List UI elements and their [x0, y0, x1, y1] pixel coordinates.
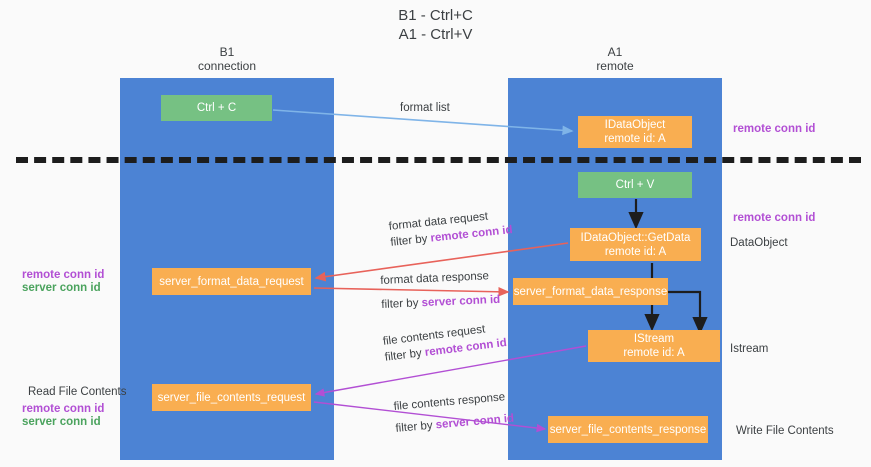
filter-prefix: filter by	[381, 297, 422, 311]
lane-header-b1: B1 connection	[120, 45, 334, 73]
edge-label-format-list: format list	[400, 102, 450, 114]
node-server-file-contents-response[interactable]: server_file_contents_response	[548, 416, 708, 443]
node-istream[interactable]: IStream remote id: A	[588, 330, 720, 362]
title-line-1: B1 - Ctrl+C	[398, 7, 473, 24]
edge-label-format-data-response-main: format data response	[380, 270, 490, 287]
phase-divider	[16, 157, 861, 163]
edge-label-format-data-response-filter: filter by server conn id	[381, 292, 500, 313]
side-label-left-remote-conn-id-mid: remote conn id	[22, 269, 105, 281]
node-getdata-label: IDataObject::GetData	[580, 231, 691, 244]
side-label-left-remote-conn-id-bottom: remote conn id	[22, 403, 105, 415]
filter-key: server conn id	[435, 412, 515, 432]
node-server-file-contents-request-label: server_file_contents_request	[157, 391, 306, 404]
edge-label-file-contents-response-filter: filter by server conn id	[395, 411, 515, 437]
lane-header-a1: A1 remote	[508, 45, 722, 73]
node-idataobject-label: IDataObject	[604, 119, 666, 131]
side-label-read-file-contents: Read File Contents	[28, 386, 127, 398]
node-getdata-sublabel: remote id: A	[604, 245, 667, 258]
node-istream-label: IStream	[633, 333, 675, 345]
node-idataobject-getdata[interactable]: IDataObject::GetData remote id: A	[570, 228, 701, 261]
side-label-left-server-conn-id-bottom: server conn id	[22, 416, 101, 428]
page-title: B1 - Ctrl+C A1 - Ctrl+V	[0, 6, 871, 44]
node-server-format-data-request-label: server_format_data_request	[159, 275, 304, 288]
edge-label-file-contents-response-main: file contents response	[393, 391, 506, 413]
edge-label-format-data-request: format data request filter by remote con…	[388, 206, 513, 251]
title-line-2: A1 - Ctrl+V	[398, 26, 473, 43]
side-label-left-server-conn-id-mid: server conn id	[22, 282, 101, 294]
edge-label-file-contents-request: file contents request filter by remote c…	[382, 319, 508, 366]
side-label-dataobject: DataObject	[730, 237, 788, 249]
node-ctrl-v-label: Ctrl + V	[615, 179, 655, 191]
node-ctrl-c[interactable]: Ctrl + C	[161, 95, 272, 121]
node-server-format-data-response-label: server_format_data_response	[513, 285, 668, 298]
node-server-format-data-response[interactable]: server_format_data_response	[513, 278, 668, 305]
filter-prefix: filter by	[389, 232, 432, 249]
node-ctrl-v[interactable]: Ctrl + V	[578, 172, 692, 198]
node-ctrl-c-label: Ctrl + C	[196, 102, 237, 114]
node-server-file-contents-request[interactable]: server_file_contents_request	[152, 384, 311, 411]
lane-header-b1-name: B1	[219, 45, 235, 59]
node-server-format-data-request[interactable]: server_format_data_request	[152, 268, 311, 295]
lane-header-a1-name: A1	[607, 45, 623, 59]
side-label-remote-conn-id-top: remote conn id	[733, 123, 816, 135]
side-label-write-file-contents: Write File Contents	[736, 425, 834, 437]
side-label-istream: Istream	[730, 343, 769, 355]
node-idataobject[interactable]: IDataObject remote id: A	[578, 116, 692, 148]
filter-key: server conn id	[421, 293, 501, 310]
side-label-remote-conn-id-mid: remote conn id	[733, 212, 816, 224]
edge-label-format-data-response: format data response filter by server co…	[380, 268, 501, 313]
filter-prefix: filter by	[384, 346, 426, 364]
node-idataobject-sublabel: remote id: A	[604, 133, 666, 145]
lane-header-b1-role: connection	[197, 59, 257, 73]
node-istream-sublabel: remote id: A	[623, 347, 685, 359]
lane-header-a1-role: remote	[596, 59, 634, 73]
node-server-file-contents-response-label: server_file_contents_response	[549, 423, 707, 436]
edge-label-file-contents-response: file contents response filter by server …	[393, 389, 515, 437]
filter-prefix: filter by	[395, 419, 437, 435]
